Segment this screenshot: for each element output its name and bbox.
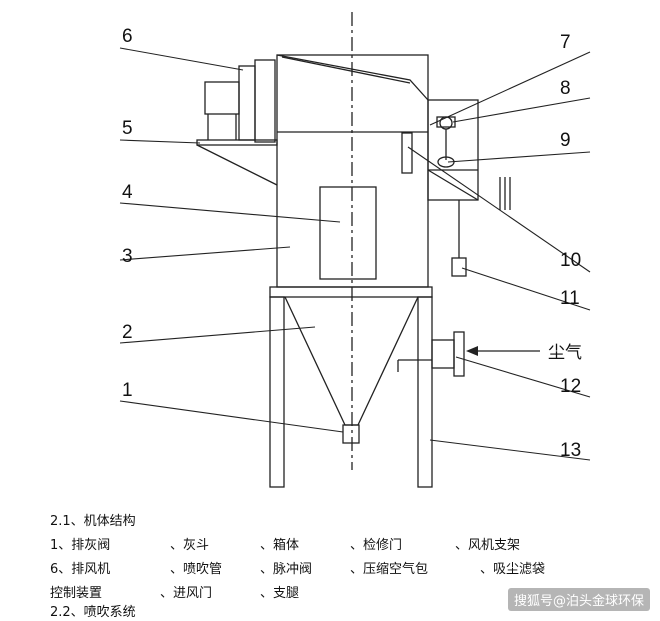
watermark: 搜狐号@泊头金球环保: [507, 588, 650, 611]
blowpipe: [401, 132, 413, 174]
right-leg: [417, 296, 433, 488]
legend-item: 、压缩空气包: [350, 562, 429, 577]
legend-item: 、吸尘滤袋: [480, 562, 546, 577]
legend-section-title: 2.1、机体结构: [50, 514, 136, 529]
legend-section-2: 2.2、喷吹系统: [50, 605, 136, 621]
legend-item: 1、排灰阀: [50, 538, 111, 553]
legend-item: 6、排风机: [50, 562, 111, 577]
callout-13: 13: [560, 440, 581, 461]
discharge-valve: [342, 424, 360, 444]
legend-section-1: 2.1、机体结构: [50, 514, 136, 530]
legend-item: 、风机支架: [455, 538, 521, 553]
legend-item: 、喷吹管: [170, 562, 223, 577]
callout-12: 12: [560, 376, 581, 397]
callout-2: 2: [122, 322, 133, 343]
legend-item: 、灰斗: [170, 538, 210, 553]
fan-motor: [204, 81, 240, 115]
legend-item: 、检修门: [350, 538, 403, 553]
legend-item: 、进风门: [160, 586, 213, 601]
callout-6: 6: [122, 26, 133, 47]
legend-item: 控制装置: [50, 586, 103, 601]
callout-3: 3: [122, 246, 133, 267]
legend-item: 、箱体: [260, 538, 300, 553]
box-roof: [276, 54, 429, 101]
hopper-top: [269, 286, 433, 298]
inlet-arrow: [466, 346, 540, 356]
callout-9: 9: [560, 130, 571, 151]
callout-10: 10: [560, 250, 581, 271]
callout-1: 1: [122, 380, 133, 401]
inlet-label: 尘气: [548, 343, 582, 363]
inlet-flange: [453, 331, 465, 377]
callout-8: 8: [560, 78, 571, 99]
inspection-door: [319, 186, 377, 280]
legend-item: 、支腿: [260, 586, 300, 601]
callout-5: 5: [122, 118, 133, 139]
callout-7: 7: [560, 32, 571, 53]
control-box: [451, 257, 467, 277]
callout-4: 4: [122, 182, 133, 203]
inlet-duct: [431, 339, 455, 369]
legend-section-title: 2.2、喷吹系统: [50, 605, 136, 620]
left-leg: [269, 296, 285, 488]
callout-11: 11: [560, 288, 580, 309]
legend-item: 、脉冲阀: [260, 562, 313, 577]
component-housing: [427, 99, 479, 201]
